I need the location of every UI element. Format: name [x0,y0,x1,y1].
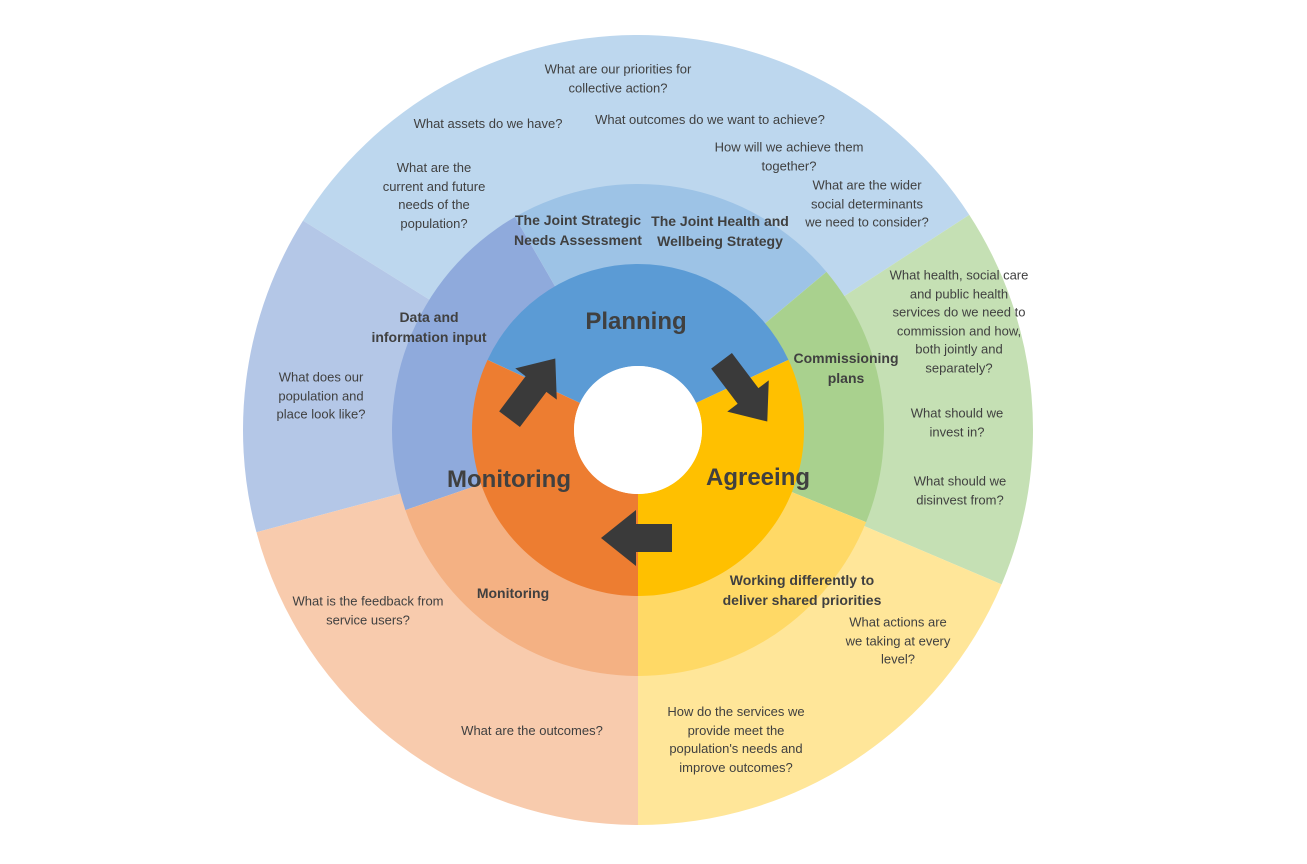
core-label-planning: Planning [585,308,687,335]
outer-segment-data-input [242,220,431,533]
middle-segment-planning [515,183,827,324]
label-jhws: The Joint Health and Wellbeing Strategy [651,213,789,249]
question-actions: What actions are we taking at every leve… [845,614,951,667]
arrow-down-right-icon [711,353,769,422]
label-working-differently: Working differently to deliver shared pr… [722,572,882,608]
question-services-meet: How do the services we provide meet the … [667,704,805,775]
label-commissioning: Commissioning plans [793,350,899,386]
arrow-up-right-icon [499,358,557,427]
question-outcomes: What are the outcomes? [461,722,603,738]
center-circle [574,366,702,494]
question-assets: What assets do we have? [413,115,563,131]
question-population-place: What does our population and place look … [276,369,366,422]
question-invest: What should we invest in? [910,405,1004,440]
outer-segment-working-differently [638,525,1002,825]
middle-segment-monitoring [405,483,638,676]
question-disinvest: What should we disinvest from? [913,473,1007,508]
label-data-input: Data and information input [371,309,487,345]
question-determinants: What are the wider social determinants w… [805,177,929,230]
middle-segment-data-input [392,216,556,511]
question-feedback: What is the feedback from service users? [292,593,444,628]
question-needs: What are the current and future needs of… [382,160,486,231]
core-label-monitoring: Monitoring [447,466,571,493]
question-achieve-together: How will we achieve them together? [714,139,864,174]
middle-segment-working-differently [638,491,867,676]
arrow-left-icon [601,510,672,566]
core-label-agreeing: Agreeing [705,464,811,491]
question-priorities: What are our priorities for collective a… [544,61,692,96]
question-outcomes-want: What outcomes do we want to achieve? [595,111,825,127]
question-commission: What health, social care and public heal… [889,267,1029,376]
outer-segment-monitoring [256,493,638,825]
label-monitoring-ring: Monitoring [476,585,550,601]
middle-segment-commissioning [764,271,884,523]
label-jsna: The Joint Strategic Needs Assessment [514,212,642,248]
outer-segment-commissioning [843,214,1034,585]
outer-segment-planning [303,35,970,301]
